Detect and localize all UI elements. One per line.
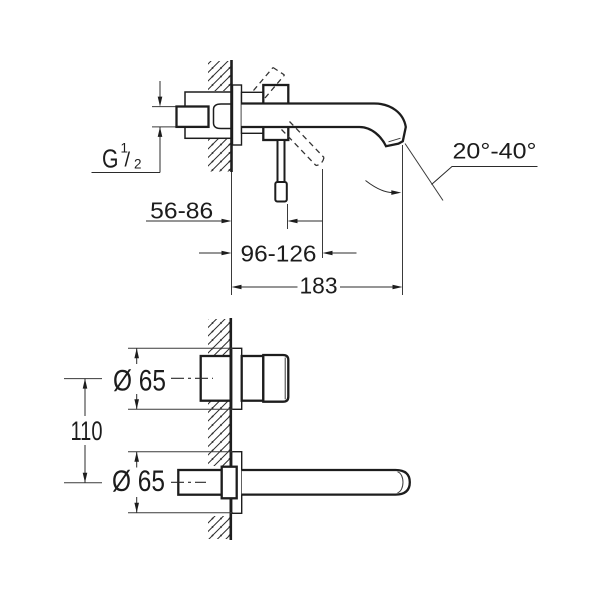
ext-ticks-center-distance	[64, 378, 102, 484]
dim-bottom-escutcheon-label: Ø 65	[112, 465, 165, 498]
dim-spout-angle-label: 20°-40°	[453, 139, 537, 164]
supply-pipe	[175, 105, 210, 129]
wall-hatching-middle	[208, 401, 231, 466]
handle-escutcheon	[230, 347, 243, 410]
aerator-edge	[388, 137, 401, 143]
dim-spout-projection-label: 183	[300, 273, 338, 299]
ext-lines-handle-diameter	[128, 347, 233, 410]
dim-thread-denominator: 2	[134, 157, 142, 172]
spout-cap-seam	[397, 471, 404, 494]
wall-escutcheon	[231, 84, 243, 146]
lever-handle-tip	[274, 181, 288, 203]
dim-bottom-escutcheon: Ø 65	[112, 451, 165, 513]
side-view: G 1 / 2 56-86 96-126 183	[91, 60, 538, 299]
dim-spout-angle: 20°-40°	[365, 139, 538, 201]
lever-swing-position-dashed	[281, 121, 325, 167]
spout	[241, 102, 407, 148]
lever-up-position-dashed	[253, 66, 285, 99]
dim-center-distance: 110	[71, 378, 103, 483]
dim-center-distance-label: 110	[71, 416, 103, 446]
wall-hatching-lower	[208, 138, 231, 172]
handle-knob-plan	[262, 353, 290, 403]
thread-extension-lines	[152, 106, 177, 128]
dim-thread-numerator: 1	[121, 141, 129, 156]
spout-wall-connector	[220, 465, 238, 500]
dim-wall-to-lever-label: 56-86	[150, 198, 213, 224]
wall-hatching-upper	[208, 61, 231, 91]
dim-top-escutcheon: Ø 65	[113, 348, 166, 410]
aerator-angle-line	[404, 143, 444, 201]
wall-hatching-bottom	[208, 516, 231, 539]
wall-hatching-top	[208, 319, 231, 356]
spout-plan	[241, 468, 411, 496]
dim-wall-to-lever: 56-86	[146, 198, 323, 224]
dim-wall-to-lever-max: 96-126	[199, 241, 357, 267]
ext-lines-spout-diameter	[128, 451, 233, 514]
dim-thread-g: G	[102, 144, 119, 174]
dim-wall-to-lever-max-label: 96-126	[241, 241, 317, 267]
angle-arc-arrow	[365, 180, 393, 194]
plan-view: Ø 65 Ø 65 110	[64, 318, 411, 540]
dim-spout-projection: 183	[231, 273, 403, 299]
dim-top-escutcheon-label: Ø 65	[113, 365, 166, 398]
dim-thread: G 1 / 2	[91, 81, 163, 174]
lever-handle-stem	[276, 139, 286, 183]
cartridge	[212, 103, 232, 130]
dim-thread-slash: /	[125, 150, 131, 172]
handle-collar-plan	[240, 354, 265, 402]
